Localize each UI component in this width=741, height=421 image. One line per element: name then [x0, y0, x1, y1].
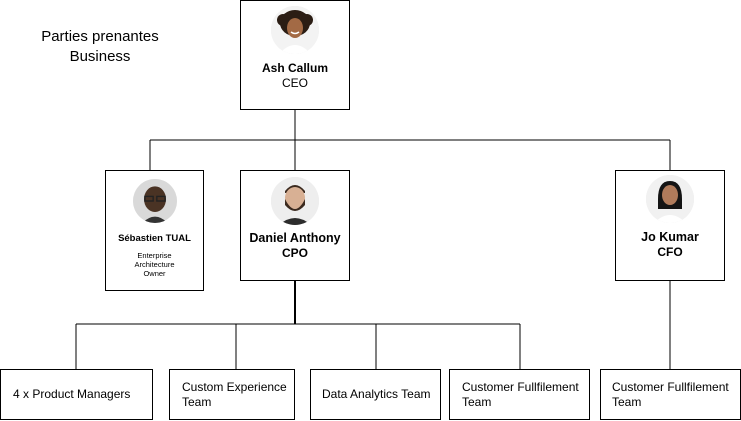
- cfo-role: CFO: [657, 245, 683, 259]
- custom-experience-node[interactable]: Custom Experience Team: [169, 369, 295, 420]
- ceo-avatar: [271, 6, 319, 54]
- product-managers-node[interactable]: 4 x Product Managers: [0, 369, 153, 420]
- product-managers-label: 4 x Product Managers: [13, 387, 131, 401]
- cfo-node[interactable]: Jo Kumar CFO: [615, 170, 725, 281]
- ceo-role: CEO: [281, 76, 308, 90]
- cpo-avatar: [271, 177, 319, 225]
- ceo-name: Ash Callum: [261, 61, 328, 75]
- data-analytics-label: Data Analytics Team: [322, 387, 431, 401]
- ea-role-line3: Owner: [143, 269, 166, 278]
- customer-fullfilement-cpo-label-line2: Team: [462, 394, 492, 409]
- ea-name: Sébastien TUAL: [118, 233, 191, 244]
- customer-fullfilement-cfo-node[interactable]: Customer Fullfilement Team: [600, 369, 741, 420]
- man-beard-avatar-icon: [271, 177, 319, 225]
- data-analytics-node[interactable]: Data Analytics Team: [310, 369, 441, 420]
- ea-role-line2: Architecture: [134, 260, 175, 269]
- diagram-title-line2: Business: [69, 48, 131, 65]
- ceo-node[interactable]: Ash Callum CEO: [240, 0, 350, 110]
- cpo-name: Daniel Anthony: [249, 231, 341, 245]
- woman-dark-hair-avatar-icon: [646, 175, 694, 223]
- cpo-role: CPO: [281, 246, 308, 260]
- ea-node[interactable]: Sébastien TUAL Enterprise Architecture O…: [105, 170, 204, 291]
- diagram-title-line1: Parties prenantes: [41, 28, 159, 45]
- cfo-name: Jo Kumar: [641, 230, 699, 244]
- woman-avatar-icon: [271, 6, 319, 54]
- custom-experience-label-line2: Team: [182, 394, 212, 409]
- customer-fullfilement-cpo-label-line1: Customer Fullfilement: [462, 379, 579, 394]
- customer-fullfilement-cfo-label-line2: Team: [612, 394, 642, 409]
- custom-experience-label-line1: Custom Experience: [182, 379, 287, 394]
- ea-avatar: [132, 179, 177, 223]
- diagram-title: Parties prenantes Business: [20, 27, 180, 67]
- cpo-node[interactable]: Daniel Anthony CPO: [240, 170, 350, 281]
- ea-role-line1: Enterprise: [137, 251, 172, 260]
- man-glasses-avatar-icon: [132, 179, 177, 223]
- customer-fullfilement-cfo-label-line1: Customer Fullfilement: [612, 379, 729, 394]
- customer-fullfilement-cpo-node[interactable]: Customer Fullfilement Team: [449, 369, 590, 420]
- cfo-avatar: [646, 175, 694, 223]
